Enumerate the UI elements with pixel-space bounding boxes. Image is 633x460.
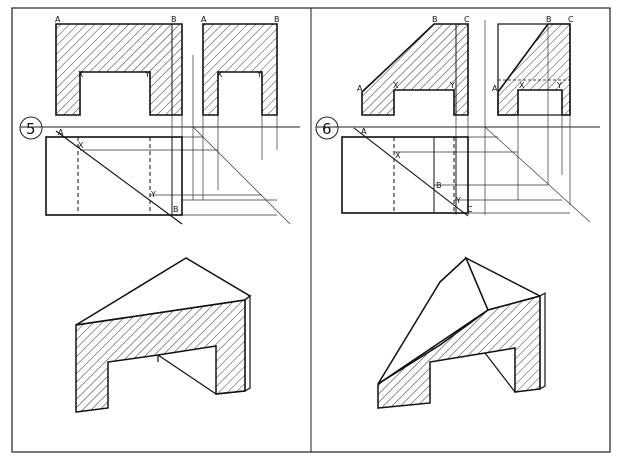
panel-6-label-c-side: C bbox=[568, 15, 574, 24]
panel-6-label-b-plan: B bbox=[436, 181, 442, 190]
panel-5-projection-lines bbox=[80, 55, 291, 225]
panel-6-label-x-plan: X bbox=[395, 151, 401, 160]
panel-6-label-b-top: B bbox=[432, 15, 438, 24]
panel-5-label-x-side: X bbox=[217, 70, 223, 79]
panel-5-label-b-side: B bbox=[274, 15, 280, 24]
panel-5-label-b-top: B bbox=[171, 15, 177, 24]
panel-5-number-circle bbox=[19, 116, 43, 140]
panel-5-isometric-view bbox=[75, 257, 252, 413]
panel-5-label-a-side: A bbox=[201, 15, 207, 24]
panel-6-side-elevation: B C A X Y bbox=[492, 15, 574, 116]
panel-5-label-x-plan: X bbox=[78, 141, 84, 150]
panel-6-plan-view: A X B Y C bbox=[341, 127, 473, 217]
panel-6-label-y-plan: Y bbox=[455, 196, 461, 205]
panel-5-side-elevation: A B X Y bbox=[201, 15, 280, 116]
panel-5-label-a-top: A bbox=[55, 15, 61, 24]
panel-6-label-a-side: A bbox=[492, 84, 498, 93]
panel-5-label-y-front: Y bbox=[144, 70, 150, 79]
panel-5-label-b-plan: B bbox=[173, 205, 179, 214]
panel-6-label-y-front: Y bbox=[449, 81, 455, 90]
panel-6-label-c-plan: C bbox=[467, 205, 473, 214]
panel-5-plan-view: A X Y B bbox=[45, 128, 183, 225]
panel-5-number: 5 bbox=[26, 120, 36, 138]
panel-5-label-x-front: X bbox=[78, 70, 84, 79]
panel-6-label-a-front: A bbox=[357, 84, 363, 93]
panel-6-label-x-front: X bbox=[393, 81, 399, 90]
panel-5: 5 A B X Y A B X Y bbox=[19, 15, 300, 413]
panel-6-number: 6 bbox=[322, 120, 332, 138]
panel-5-label-a-plan: A bbox=[58, 128, 64, 137]
panel-6-label-c-top: C bbox=[464, 15, 470, 24]
panel-5-label-y-plan: Y bbox=[150, 190, 156, 199]
panel-6-projection-lines bbox=[394, 20, 591, 223]
panel-6-label-a-plan: A bbox=[361, 127, 367, 136]
panel-6-number-circle bbox=[315, 116, 339, 140]
panel-5-front-elevation: A B X Y bbox=[55, 15, 183, 116]
panel-6-label-x-side: X bbox=[519, 81, 525, 90]
panel-5-label-y-side: Y bbox=[256, 70, 262, 79]
panel-6: 6 B C A X Y B C A X Y bbox=[315, 15, 600, 409]
panel-6-label-y-side: Y bbox=[556, 81, 562, 90]
panel-6-isometric-view bbox=[377, 256, 546, 409]
panel-6-label-b-side: B bbox=[546, 15, 552, 24]
panel-6-front-elevation: B C A X Y bbox=[357, 15, 470, 116]
